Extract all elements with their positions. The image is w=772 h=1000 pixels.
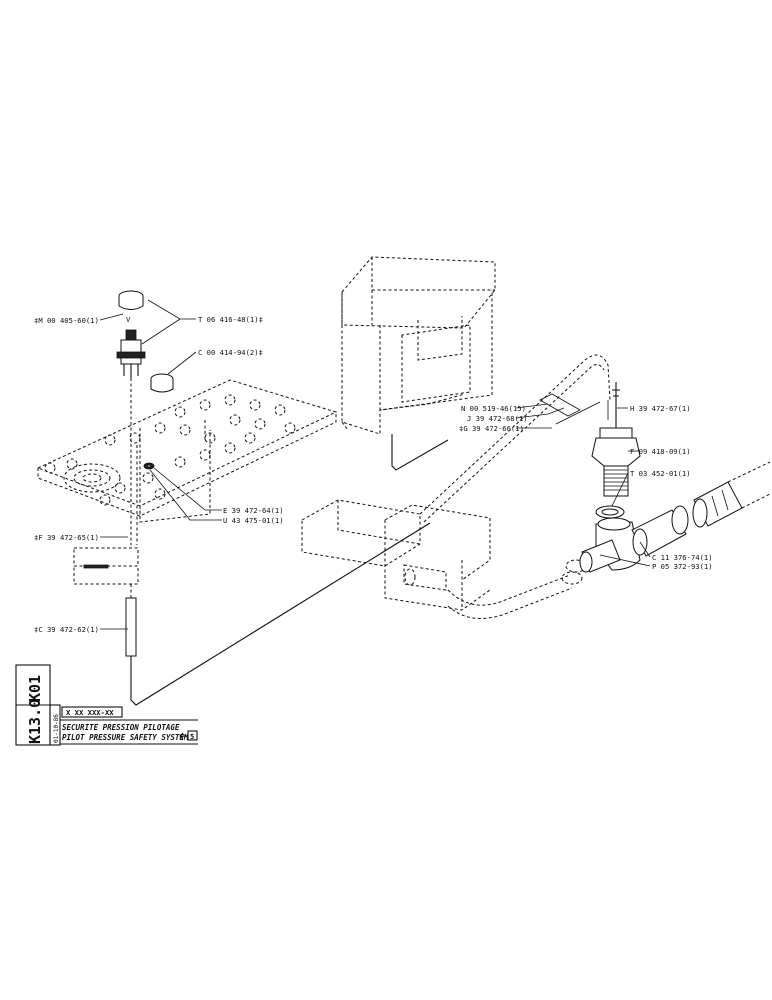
label-g: ‡G 39 472-66(1) [459, 424, 524, 433]
label-p: P 05 372-93(1) [652, 562, 713, 571]
seal-ring [595, 505, 625, 519]
hose-end-connector [692, 461, 771, 528]
washer-part [143, 462, 155, 470]
cap-part [150, 373, 174, 393]
pressure-switch-button: V [116, 290, 146, 378]
label-u: U 43 475-01(1) [223, 516, 284, 525]
part-labels: ‡M 00 405-60(1) T 06 416-48(1)‡ C 00 414… [34, 315, 713, 634]
label-f09: F 09 418-09(1) [630, 447, 691, 456]
cab-housing [341, 256, 496, 471]
label-t06: T 06 416-48(1)‡ [198, 315, 263, 324]
pilot-hoses [419, 354, 617, 619]
code-k13: K13.0 [26, 699, 44, 744]
label-c11: C 11 376-74(1) [652, 553, 713, 562]
label-t03: T 03 452-01(1) [630, 469, 691, 478]
code-k01: K01 [26, 675, 44, 702]
label-j: J 39 472-68(1) [467, 414, 528, 423]
date-stamp: 01-10-86 [53, 714, 60, 743]
label-h: H 39 472-67(1) [630, 404, 691, 413]
title-french: SECURITE PRESSION PILOTAGE [62, 723, 180, 732]
arrow-icon [179, 732, 188, 740]
title-block: K01 K13.0 01-10-86 X XX XXX-XX SECURITE … [15, 664, 198, 746]
manifold-block [301, 499, 491, 611]
switch-cable [73, 378, 431, 706]
pressure-switch [591, 382, 641, 497]
leader-lines [99, 299, 651, 630]
label-e: E 39 472-64(1) [223, 506, 284, 515]
label-c39: ‡C 39 472-62(1) [34, 625, 99, 634]
label-n: N 00 519-46(15) [461, 404, 526, 413]
title-english: PILOT PRESSURE SAFETY SYSTEM [62, 733, 189, 742]
tee-fitting [579, 505, 689, 573]
label-f39: ‡F 39 472-65(1) [34, 533, 99, 542]
serial-number: X XX XXX-XX [66, 708, 114, 717]
svg-text:V: V [126, 315, 131, 324]
label-c00: C 00 414-94(2)‡ [198, 348, 263, 357]
control-panel-plate [36, 379, 338, 523]
sheet-ref: 5 [190, 732, 194, 741]
label-m: ‡M 00 405-60(1) [34, 316, 99, 325]
